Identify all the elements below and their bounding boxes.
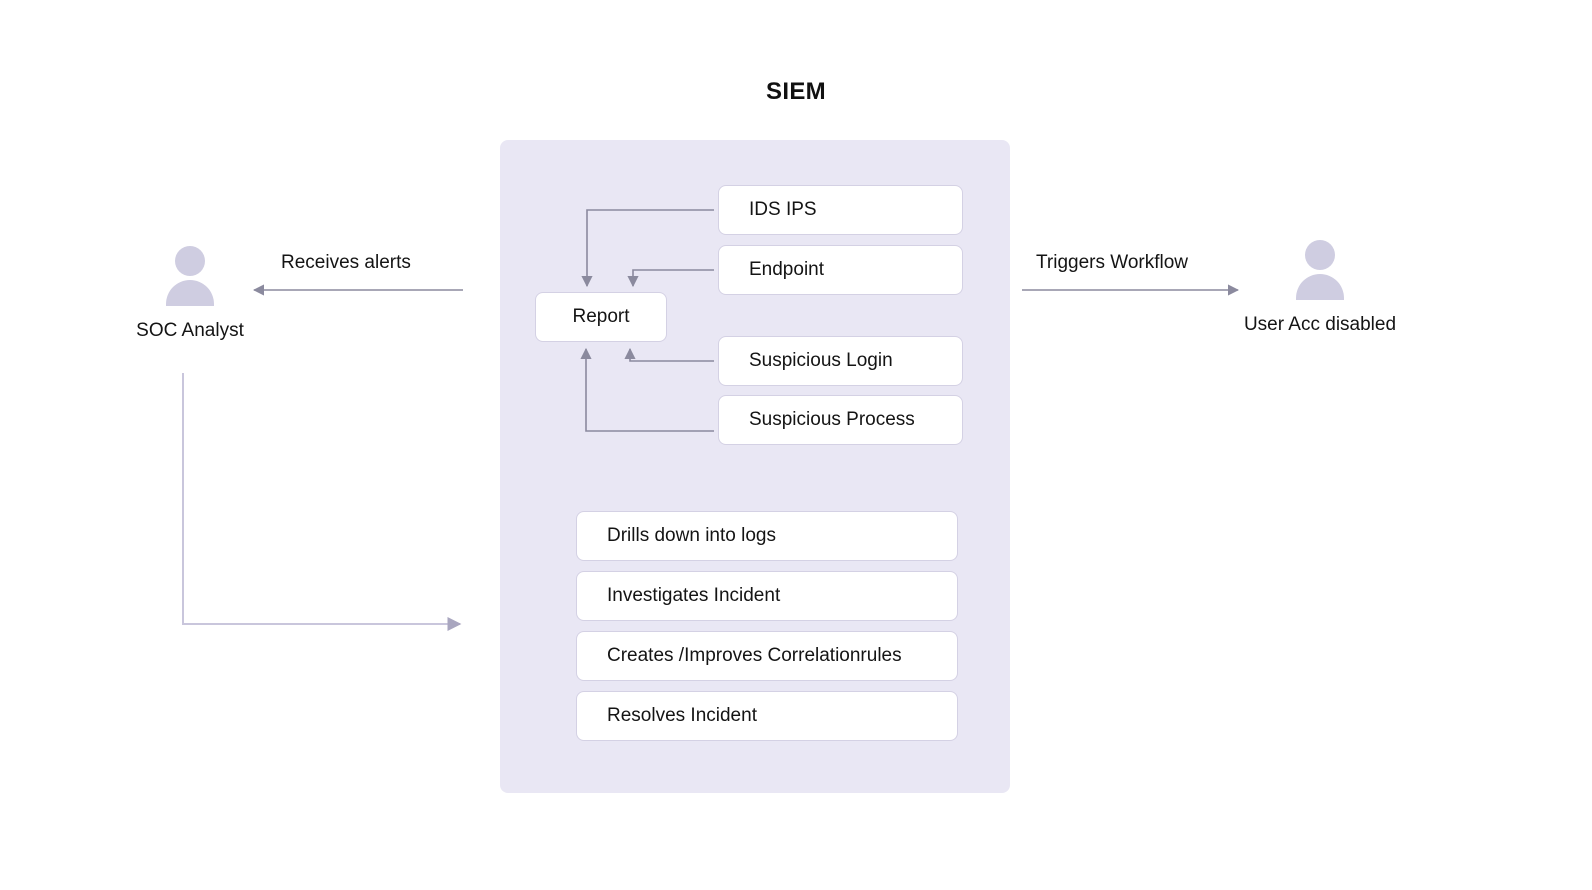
person-body-icon [166,280,214,306]
actor-user-acc-disabled[interactable]: User Acc disabled [1240,240,1400,336]
actor-soc-analyst[interactable]: SOC Analyst [110,246,270,342]
edge-analyst-to-actions [182,373,462,631]
person-head-icon [175,246,205,276]
node-action-drills-down-into-logs[interactable]: Drills down into logs [576,511,958,561]
node-action-resolves-incident[interactable]: Resolves Incident [576,691,958,741]
person-body-icon [1296,274,1344,300]
page-title: SIEM [766,78,826,105]
person-icon [158,246,222,308]
person-head-icon [1305,240,1335,270]
actor-user-acc-disabled-label: User Acc disabled [1243,314,1397,335]
node-report[interactable]: Report [535,292,667,342]
node-action-investigates-incident[interactable]: Investigates Incident [576,571,958,621]
actor-soc-analyst-label: SOC Analyst [136,320,244,341]
person-icon [1288,240,1352,302]
edge-label-receives-alerts: Receives alerts [281,252,411,273]
node-source-suspicious-login[interactable]: Suspicious Login [718,336,963,386]
node-source-ids-ips[interactable]: IDS IPS [718,185,963,235]
node-source-endpoint[interactable]: Endpoint [718,245,963,295]
node-source-suspicious-process[interactable]: Suspicious Process [718,395,963,445]
edge-label-triggers-workflow: Triggers Workflow [1036,252,1189,273]
node-action-creates-improves-correlation-rules[interactable]: Creates /Improves Correlationrules [576,631,958,681]
